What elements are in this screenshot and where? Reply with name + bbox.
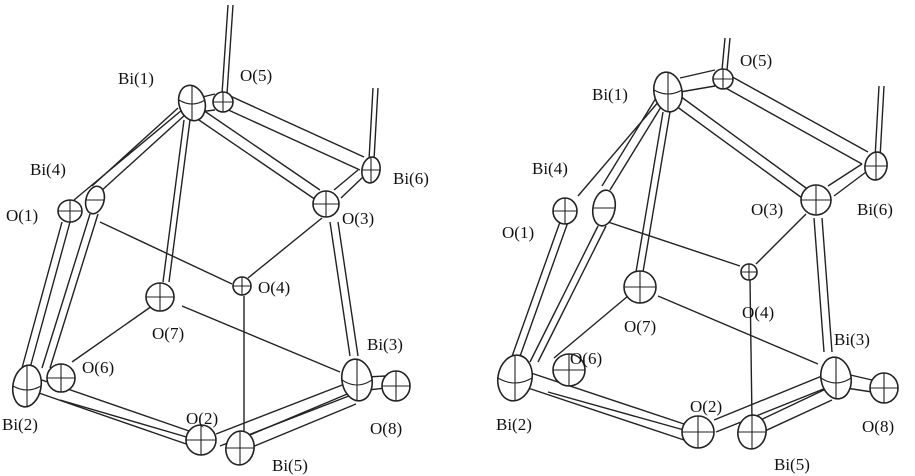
label-bi3: Bi(3) bbox=[367, 335, 403, 354]
label-o8: O(8) bbox=[862, 417, 894, 436]
label-o6: O(6) bbox=[570, 349, 602, 368]
label-o6: O(6) bbox=[82, 358, 114, 377]
label-bi5: Bi(5) bbox=[774, 455, 810, 474]
label-o1: O(1) bbox=[502, 223, 534, 242]
label-o5: O(5) bbox=[240, 66, 272, 85]
label-bi6: Bi(6) bbox=[857, 200, 893, 219]
atom-bi4 bbox=[591, 189, 617, 227]
label-bi4: Bi(4) bbox=[30, 160, 66, 179]
atom-o7 bbox=[623, 270, 657, 304]
atom-bi5 bbox=[225, 430, 255, 466]
atom-labels-left: Bi(1) O(5) Bi(4) Bi(6) O(1) O(3) O(4) O(… bbox=[2, 66, 429, 475]
structure-panel-right: Bi(1) O(5) Bi(4) O(3) Bi(6) O(1) O(7) O(… bbox=[496, 37, 899, 474]
atom-o6 bbox=[552, 353, 586, 387]
label-o5: O(5) bbox=[740, 51, 772, 70]
bond-network-left bbox=[21, 4, 387, 453]
label-o4: O(4) bbox=[258, 278, 290, 297]
atom-o5 bbox=[712, 68, 734, 90]
atom-bi1 bbox=[177, 84, 207, 122]
atom-bi2 bbox=[496, 354, 534, 402]
label-o8: O(8) bbox=[370, 419, 402, 438]
atom-o8 bbox=[869, 372, 899, 404]
atom-o2 bbox=[185, 424, 217, 456]
atom-bi3 bbox=[340, 358, 374, 402]
structure-panel-left: Bi(1) O(5) Bi(4) Bi(6) O(1) O(3) O(4) O(… bbox=[2, 4, 429, 475]
atom-o6 bbox=[46, 363, 76, 393]
atom-o3 bbox=[312, 190, 340, 218]
label-o1: O(1) bbox=[6, 206, 38, 225]
label-o2: O(2) bbox=[690, 397, 722, 416]
atom-bi6 bbox=[361, 156, 381, 184]
label-bi5: Bi(5) bbox=[272, 456, 308, 475]
atom-o7 bbox=[145, 282, 175, 312]
atom-bi1 bbox=[652, 71, 684, 113]
label-bi3: Bi(3) bbox=[834, 330, 870, 349]
label-bi6: Bi(6) bbox=[393, 169, 429, 188]
atom-o4 bbox=[232, 276, 252, 296]
atom-o3 bbox=[800, 184, 832, 216]
label-bi4: Bi(4) bbox=[532, 159, 568, 178]
label-o3: O(3) bbox=[751, 200, 783, 219]
atom-bi3 bbox=[819, 356, 853, 400]
label-o2: O(2) bbox=[186, 409, 218, 428]
label-bi1: Bi(1) bbox=[592, 85, 628, 104]
atom-o4 bbox=[740, 263, 758, 281]
atom-o1 bbox=[57, 199, 83, 223]
label-o7: O(7) bbox=[624, 317, 656, 336]
atom-bi2 bbox=[11, 364, 43, 408]
label-o7: O(7) bbox=[152, 324, 184, 343]
bond-network-right bbox=[509, 37, 885, 441]
atom-bi6 bbox=[864, 151, 888, 181]
label-bi2: Bi(2) bbox=[2, 415, 38, 434]
atom-labels-right: Bi(1) O(5) Bi(4) O(3) Bi(6) O(1) O(7) O(… bbox=[496, 51, 894, 474]
atom-bi5 bbox=[737, 414, 767, 450]
atom-o1 bbox=[552, 197, 578, 225]
atom-o8 bbox=[381, 370, 411, 402]
label-o4: O(4) bbox=[742, 303, 774, 322]
atom-ellipsoids-left bbox=[11, 84, 411, 466]
atom-bi4 bbox=[84, 185, 106, 215]
label-bi1: Bi(1) bbox=[118, 69, 154, 88]
label-o3: O(3) bbox=[342, 209, 374, 228]
label-bi2: Bi(2) bbox=[496, 415, 532, 434]
atom-o5 bbox=[212, 91, 234, 113]
atom-ellipsoids-right bbox=[496, 68, 899, 450]
atom-o2 bbox=[681, 415, 715, 449]
